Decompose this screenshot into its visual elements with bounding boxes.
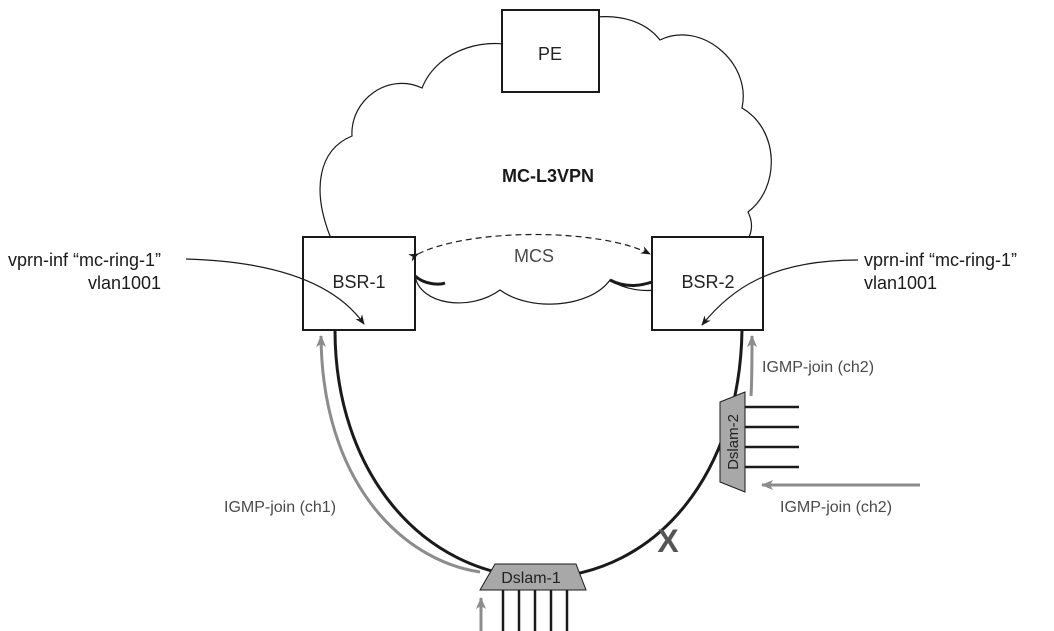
dslam-1-ports — [501, 590, 569, 631]
right-annotation-line1: vprn-inf “mc-ring-1” — [864, 250, 1017, 270]
igmp-ch2-ingress: IGMP-join (ch2) — [761, 480, 920, 516]
dslam-2-ports — [745, 405, 799, 469]
bsr-2-label: BSR-2 — [681, 272, 734, 292]
mcs-link: MCS — [408, 233, 651, 266]
igmp-ch2-path: IGMP-join (ch2) — [746, 335, 874, 397]
mcs-label: MCS — [514, 246, 554, 266]
igmp-ch1-label: IGMP-join (ch1) — [224, 499, 336, 516]
left-annotation: vprn-inf “mc-ring-1” vlan1001 — [8, 250, 365, 325]
bsr-1-label: BSR-1 — [332, 272, 385, 292]
cloud-label: MC-L3VPN — [502, 166, 594, 186]
igmp-ch1-path: IGMP-join (ch1) — [224, 335, 481, 574]
failure-mark: X — [657, 523, 679, 559]
mc-l3vpn-cloud: MC-L3VPN — [319, 16, 772, 305]
access-ring — [333, 329, 744, 580]
right-annotation-arrow — [701, 259, 859, 326]
dslam-1-label: Dslam-1 — [501, 570, 561, 587]
bsr-2-node: BSR-2 — [651, 236, 764, 331]
bsr-1-node: BSR-1 — [302, 236, 416, 331]
dslam-1-node: Dslam-1 — [479, 563, 587, 631]
dslam-2-node: Dslam-2 — [719, 391, 799, 493]
pe-label: PE — [538, 44, 562, 64]
left-annotation-arrow — [185, 258, 365, 325]
igmp-ch2-upper-label: IGMP-join (ch2) — [762, 359, 874, 376]
cloud-edge-right — [609, 278, 653, 287]
dslam-2-label: Dslam-2 — [725, 414, 742, 470]
pe-node: PE — [501, 9, 600, 93]
right-annotation-line2: vlan1001 — [864, 273, 937, 293]
cloud-edge-left — [413, 274, 446, 286]
right-annotation: vprn-inf “mc-ring-1” vlan1001 — [701, 250, 1017, 326]
igmp-ch2-lower-label: IGMP-join (ch2) — [780, 499, 892, 516]
left-annotation-line2: vlan1001 — [88, 273, 161, 293]
left-annotation-line1: vprn-inf “mc-ring-1” — [8, 250, 161, 270]
